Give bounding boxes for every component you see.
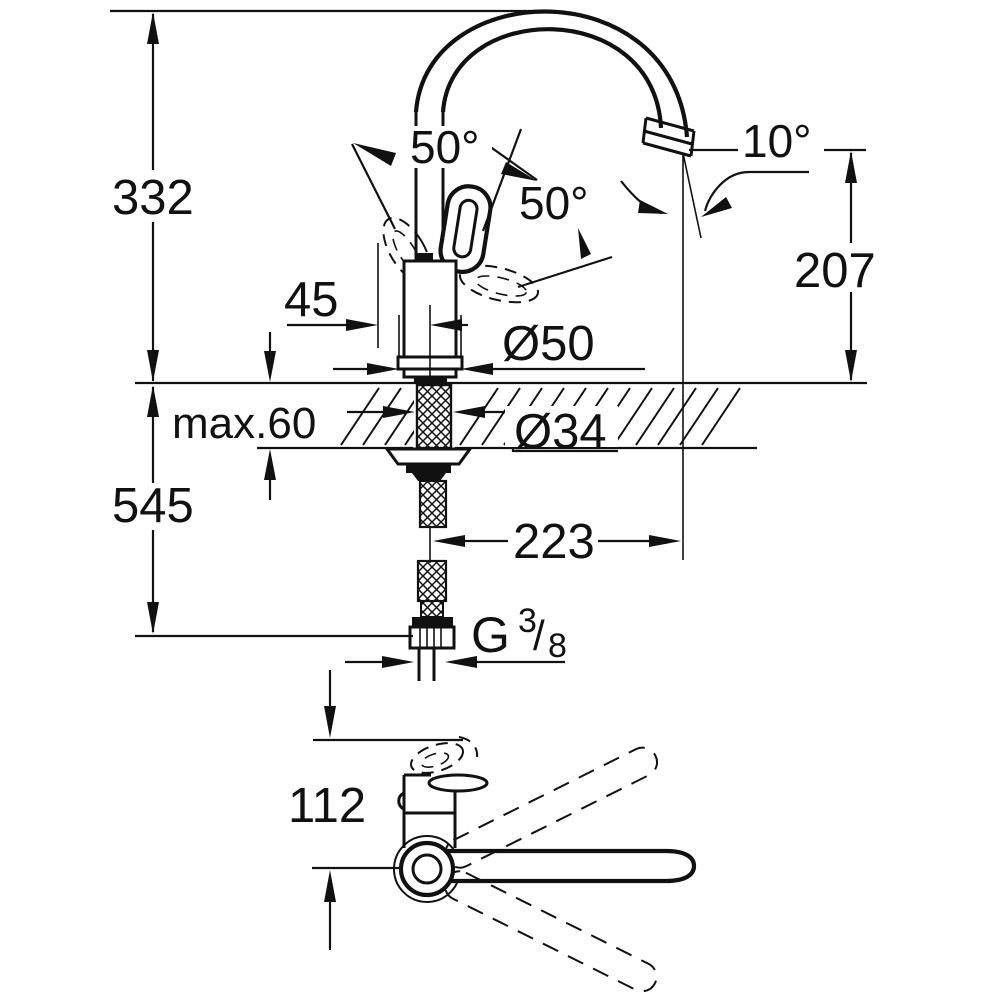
dimensions: 332 545 max.60 Ø34: [98, 12, 897, 950]
dim-handle-lift-angle: 50°: [351, 121, 538, 232]
cartridge-cap: [417, 253, 433, 261]
dim-handle-offset-label: 45: [284, 273, 339, 327]
dim-thread: G 3 / 8: [345, 602, 567, 668]
dim-hole-diameter-label: Ø34: [514, 405, 607, 459]
side-view: [110, 9, 867, 681]
dim-handle-lift-angle-label: 50°: [410, 121, 480, 173]
dim-thread-g: G: [471, 607, 510, 663]
dim-plan-depth: 112: [288, 670, 463, 950]
plan-view: [393, 736, 697, 993]
dim-spout-angle-label: 10°: [742, 115, 812, 167]
hose-nut: [408, 625, 456, 650]
dim-spout-reach: 223: [433, 515, 681, 569]
dim-overall-height-label: 332: [112, 171, 194, 225]
aerator: [641, 116, 696, 158]
hose-end-tube: [417, 648, 436, 681]
dim-hose-drop: 545: [98, 385, 413, 638]
dim-hole-diameter: Ø34: [347, 405, 618, 459]
plan-spout-swivel-down: [443, 870, 658, 993]
plan-spout-arm: [441, 848, 697, 884]
dim-thread-denominator: 8: [548, 627, 567, 665]
shank-threaded: [415, 383, 453, 450]
threaded-stud: [418, 479, 448, 529]
mounting-washer: [384, 447, 473, 466]
mounting-nut: [412, 473, 446, 481]
handle-lever-hole: [452, 198, 479, 259]
dim-counter-thickness: max.60: [168, 332, 316, 500]
plan-lever: [427, 773, 489, 793]
spout-outer-curve: [413, 9, 690, 138]
dim-handle-offset: 45: [284, 243, 468, 348]
dim-hose-drop-label: 545: [112, 479, 194, 533]
dim-overall-height: 332: [103, 12, 202, 382]
dim-thread-slash: /: [533, 612, 545, 659]
spout-inner-curve: [440, 27, 664, 129]
dim-outlet-height-label: 207: [794, 244, 876, 298]
dim-handle-swivel-angle-label: 50°: [519, 177, 589, 229]
hose-nut-band: [412, 617, 453, 627]
dim-handle-swivel-angle: 50°: [514, 177, 613, 289]
dim-counter-thickness-label: max.60: [172, 399, 316, 448]
hose-ferrule: [420, 600, 444, 618]
plan-pivot-inner: [411, 853, 443, 885]
hose-braid: [416, 559, 448, 603]
plan-body: [397, 773, 457, 848]
dim-spout-angle: 10°: [620, 115, 866, 560]
dim-plan-depth-label: 112: [288, 779, 366, 833]
dim-outlet-height: 207: [786, 151, 897, 382]
dim-base-diameter: Ø50: [333, 315, 645, 375]
plan-spout-swivel-up: [444, 746, 658, 869]
mounting-nut-band: [406, 464, 451, 473]
dim-base-diameter-label: Ø50: [502, 317, 595, 371]
plan-knob-dashed: [410, 736, 479, 774]
dim-spout-reach-label: 223: [513, 515, 595, 569]
dim-thread-numerator: 3: [518, 602, 537, 640]
